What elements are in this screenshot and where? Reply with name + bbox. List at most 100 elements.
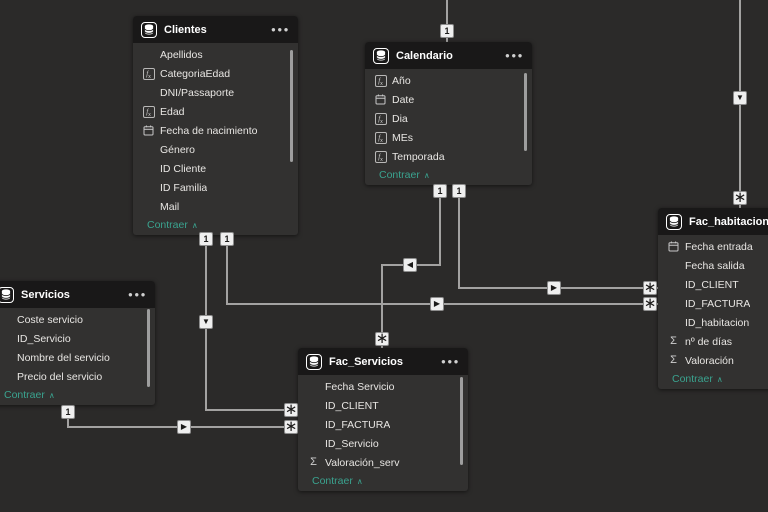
field-row-g-nero[interactable]: Género — [133, 140, 298, 159]
table-header[interactable]: Calendario ●●● — [365, 42, 532, 69]
relationship-line-offscreen-top-to-calendario[interactable] — [446, 0, 448, 42]
cardinality-marker-one[interactable]: 1 — [199, 232, 213, 246]
cardinality-marker-one[interactable]: 1 — [452, 184, 466, 198]
cardinality-marker-one[interactable]: 1 — [440, 24, 454, 38]
relationship-line-calendario-to-fac_servicios[interactable] — [439, 185, 441, 266]
field-row-id-factura[interactable]: ID_FACTURA — [658, 294, 768, 313]
more-options-icon[interactable]: ●●● — [271, 25, 290, 34]
field-row-fecha-servicio[interactable]: Fecha Servicio — [298, 377, 468, 396]
field-label: ID Familia — [160, 181, 208, 194]
cardinality-marker-down-arrow[interactable]: ▼ — [199, 315, 213, 329]
field-label: ID_habitacion — [685, 316, 750, 329]
field-label: Valoración_serv — [325, 456, 400, 469]
table-scrollbar[interactable] — [290, 50, 293, 162]
field-label: ID_CLIENT — [325, 399, 379, 412]
field-row-id-familia[interactable]: ID Familia — [133, 178, 298, 197]
field-row-nombre-del-servicio[interactable]: Nombre del servicio — [0, 348, 155, 367]
collapse-link[interactable]: Contraer∧ — [298, 472, 468, 489]
cardinality-marker-many[interactable]: ∗ — [284, 418, 298, 435]
relationship-line-clientes-to-fac_habitaciones[interactable] — [226, 232, 228, 304]
field-row-precio-del-servicio[interactable]: Precio del servicio — [0, 367, 155, 386]
field-row-fecha-salida[interactable]: Fecha salida — [658, 256, 768, 275]
field-label: Fecha de nacimiento — [160, 124, 258, 137]
field-label: ID_FACTURA — [685, 297, 751, 310]
field-row-fecha-entrada[interactable]: Fecha entrada — [658, 237, 768, 256]
collapse-label: Contraer — [379, 168, 420, 181]
table-header[interactable]: Fac_habitaciones — [658, 208, 768, 235]
field-row-id-habitacion[interactable]: ID_habitacion — [658, 313, 768, 332]
field-row-dni-passaporte[interactable]: DNI/Passaporte — [133, 83, 298, 102]
table-header[interactable]: Clientes●●● — [133, 16, 298, 43]
cardinality-marker-right-arrow[interactable]: ▶ — [177, 420, 191, 434]
cardinality-marker-right-arrow[interactable]: ▶ — [430, 297, 444, 311]
field-row-apellidos[interactable]: Apellidos — [133, 45, 298, 64]
field-label: MEs — [392, 131, 413, 144]
collapse-link[interactable]: Contraer∧ — [133, 216, 298, 233]
cardinality-marker-left-arrow[interactable]: ◀ — [403, 258, 417, 272]
cardinality-marker-one[interactable]: 1 — [433, 184, 447, 198]
field-row-id-client[interactable]: ID_CLIENT — [658, 275, 768, 294]
cardinality-marker-many[interactable]: ∗ — [284, 401, 298, 418]
field-label: Género — [160, 143, 196, 156]
cardinality-marker-one[interactable]: 1 — [61, 405, 75, 419]
table-icon — [373, 47, 389, 64]
field-label: Dia — [392, 112, 408, 125]
field-label: Mail — [160, 200, 180, 213]
more-options-icon[interactable]: ●●● — [128, 290, 147, 299]
cardinality-marker-many[interactable]: ∗ — [375, 330, 389, 347]
table-scrollbar[interactable] — [460, 377, 463, 465]
field-label: Fecha entrada — [685, 240, 753, 253]
collapse-label: Contraer — [4, 388, 45, 401]
field-row-id-servicio[interactable]: ID_Servicio — [0, 329, 155, 348]
more-options-icon[interactable]: ●●● — [505, 51, 524, 60]
cardinality-marker-many[interactable]: ∗ — [643, 295, 657, 312]
cardinality-marker-down-arrow[interactable]: ▼ — [733, 91, 747, 105]
relationship-line-calendario-to-fac_servicios[interactable] — [381, 264, 383, 348]
table-header[interactable]: Servicios●●● — [0, 281, 155, 308]
cardinality-marker-many[interactable]: ∗ — [733, 189, 747, 206]
calendar-icon — [141, 125, 156, 136]
more-options-icon[interactable]: ●●● — [441, 357, 460, 366]
field-row-mail[interactable]: Mail — [133, 197, 298, 216]
table-scrollbar[interactable] — [147, 309, 150, 387]
relationship-line-clientes-to-fac_servicios[interactable] — [205, 409, 298, 411]
cardinality-marker-one[interactable]: 1 — [220, 232, 234, 246]
chevron-up-icon: ∧ — [716, 375, 723, 384]
table-header[interactable]: Fac_Servicios●●● — [298, 348, 468, 375]
collapse-link[interactable]: Contraer∧ — [0, 386, 155, 403]
field-row-id-cliente[interactable]: ID Cliente — [133, 159, 298, 178]
table-title: Calendario — [396, 49, 453, 62]
collapse-link[interactable]: Contraer∧ — [658, 370, 768, 387]
cardinality-marker-many[interactable]: ∗ — [643, 279, 657, 296]
cardinality-marker-right-arrow[interactable]: ▶ — [547, 281, 561, 295]
field-row-id-client[interactable]: ID_CLIENT — [298, 396, 468, 415]
relationship-line-calendario-to-fac_habitaciones[interactable] — [458, 185, 460, 289]
field-row-fecha-de-nacimiento[interactable]: Fecha de nacimiento — [133, 121, 298, 140]
field-row-date[interactable]: Date — [365, 90, 532, 109]
table-scrollbar[interactable] — [524, 73, 527, 151]
field-row-id-factura[interactable]: ID_FACTURA — [298, 415, 468, 434]
field-row-coste-servicio[interactable]: Coste servicio — [0, 310, 155, 329]
collapse-link[interactable]: Contraer∧ — [365, 166, 532, 183]
field-row-id-servicio[interactable]: ID_Servicio — [298, 434, 468, 453]
field-label: Edad — [160, 105, 185, 118]
